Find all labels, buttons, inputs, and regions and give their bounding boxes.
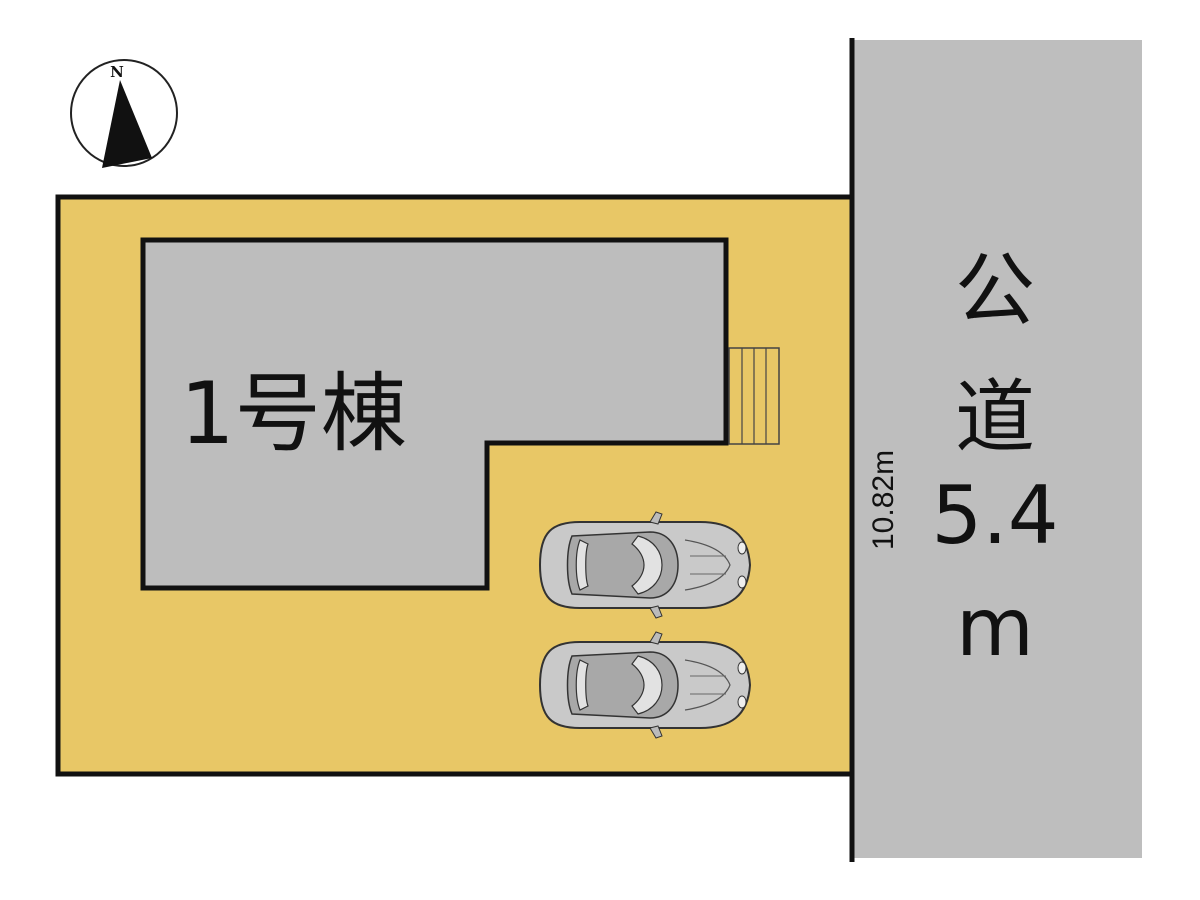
road-label-char-2: 道 — [955, 371, 1035, 464]
road — [852, 40, 1142, 858]
frontage-dimension: 10.82m — [867, 450, 900, 550]
house-label: 1号棟 — [180, 364, 407, 464]
north-label: N — [110, 63, 124, 81]
north-arrow-icon: N — [70, 59, 178, 168]
car-icon — [539, 631, 751, 739]
entry-steps — [728, 347, 780, 445]
house-footprint — [140, 237, 729, 591]
road-label-char-1: 公 — [955, 244, 1035, 337]
road-width-unit: m — [956, 581, 1034, 674]
road-width-value: 5.4 — [931, 469, 1058, 562]
car-icon — [539, 511, 751, 619]
